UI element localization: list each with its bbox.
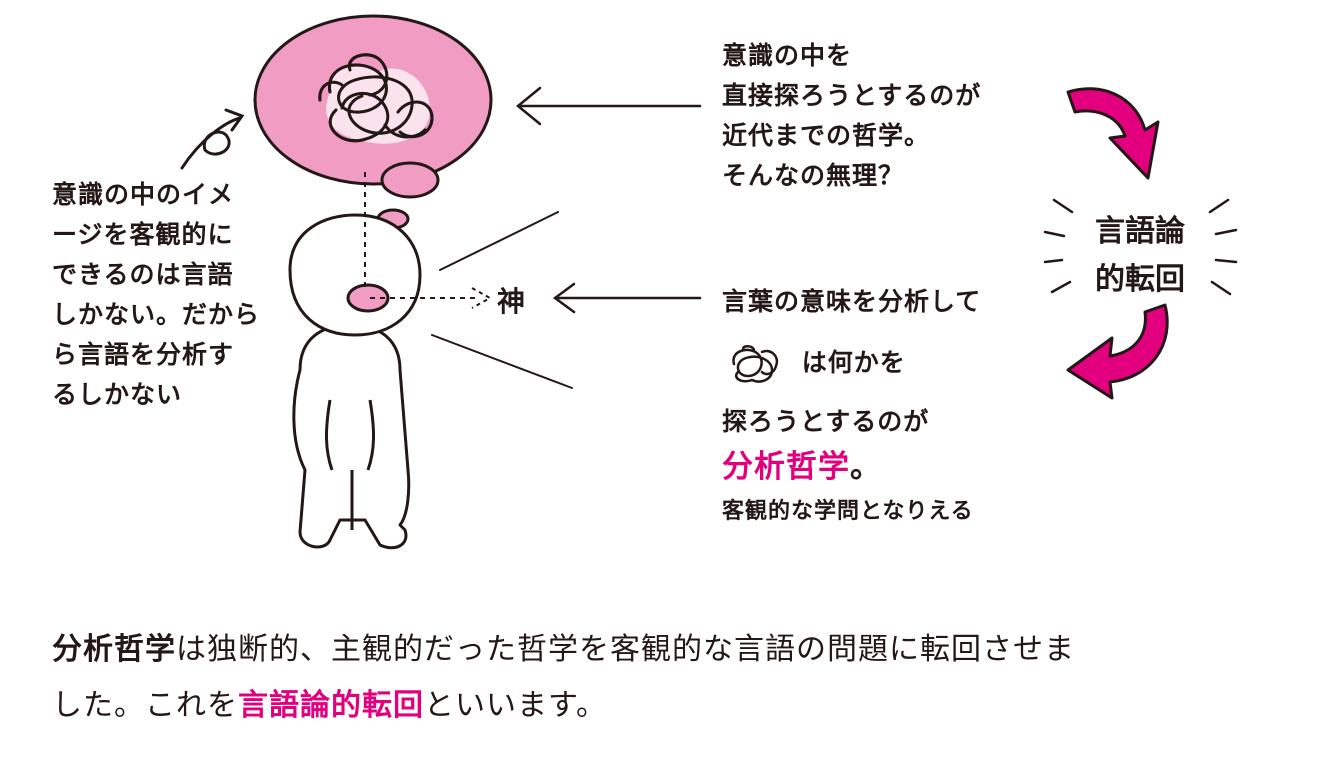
- curved-arrow-icon: [180, 108, 245, 170]
- highlight-tail: 。: [850, 449, 882, 485]
- left-note-line: るしかない: [52, 380, 183, 409]
- bottom-highlight2: 言語論的転回: [238, 688, 424, 723]
- mid-note-line3: 探ろうとするのが: [722, 407, 930, 436]
- left-note: 意識の中のイメ ージを客観的に できるのは言語 しかない。だから ら言語を分析す…: [52, 175, 260, 415]
- bottom-highlight1: 分析哲学: [52, 632, 176, 667]
- left-note-line: 意識の中のイメ: [52, 180, 235, 209]
- label-rays: [1043, 198, 1238, 296]
- god-label: 神: [497, 285, 526, 318]
- turn-label-line2: 的転回: [1095, 262, 1185, 297]
- bottom-line1: 分析哲学は独断的、主観的だった哲学を客観的な言語の問題に転回させま: [52, 622, 1075, 678]
- highlight-analytic-philosophy: 分析哲学: [722, 449, 850, 485]
- left-note-line: できるのは言語: [52, 260, 234, 289]
- top-note: 意識の中を 直接探ろうとするのが 近代までの哲学。 そんなの無理？: [722, 36, 981, 196]
- top-note-line: 直接探ろうとするのが: [722, 81, 982, 110]
- top-note-line: 近代までの哲学。: [722, 121, 931, 150]
- turn-arrows: [1066, 87, 1169, 400]
- mid-note-line2: は何かを: [801, 348, 906, 377]
- turn-label-line1: 言語論: [1095, 214, 1185, 249]
- bottom-text2: した。これを: [52, 688, 238, 723]
- tangled-scribble-icon: [732, 345, 779, 383]
- bottom-text3: といいます。: [424, 688, 607, 723]
- person-head: [288, 213, 422, 337]
- mid-note: 言葉の意味を分析して は何かを 探ろうとするのが 分析哲学。 客観的な学問となり…: [722, 282, 981, 532]
- person-figure: [288, 213, 422, 550]
- pink-arrow-bottom: [1066, 303, 1169, 400]
- person-mouth: [346, 283, 390, 313]
- mid-note-line1: 言葉の意味を分析して: [722, 287, 982, 316]
- left-note-line: しかない。だから: [52, 300, 261, 329]
- bottom-text1: は独断的、主観的だった哲学を客観的な言語の問題に転回させま: [176, 632, 1075, 667]
- left-arrow-icon: [516, 86, 702, 314]
- god-rays: [431, 211, 573, 389]
- dashed-arrow-icon: [364, 172, 480, 299]
- thought-bubble-small: [380, 161, 440, 199]
- linguistic-turn-label: 言語論 的転回: [1080, 208, 1200, 304]
- pink-arrow-top: [1066, 87, 1160, 180]
- top-note-line: 意識の中を: [722, 41, 853, 70]
- left-note-line: ージを客観的に: [52, 220, 234, 249]
- mid-note-line5: 客観的な学問となりえる: [722, 499, 974, 524]
- bottom-line2: した。これを言語論的転回といいます。: [52, 678, 1075, 734]
- left-note-line: ら言語を分析す: [52, 340, 235, 369]
- mid-note-line2-row: は何かを: [722, 342, 981, 383]
- bottom-paragraph: 分析哲学は独断的、主観的だった哲学を客観的な言語の問題に転回させま した。これを…: [52, 622, 1075, 734]
- top-note-line: そんなの無理？: [722, 161, 905, 190]
